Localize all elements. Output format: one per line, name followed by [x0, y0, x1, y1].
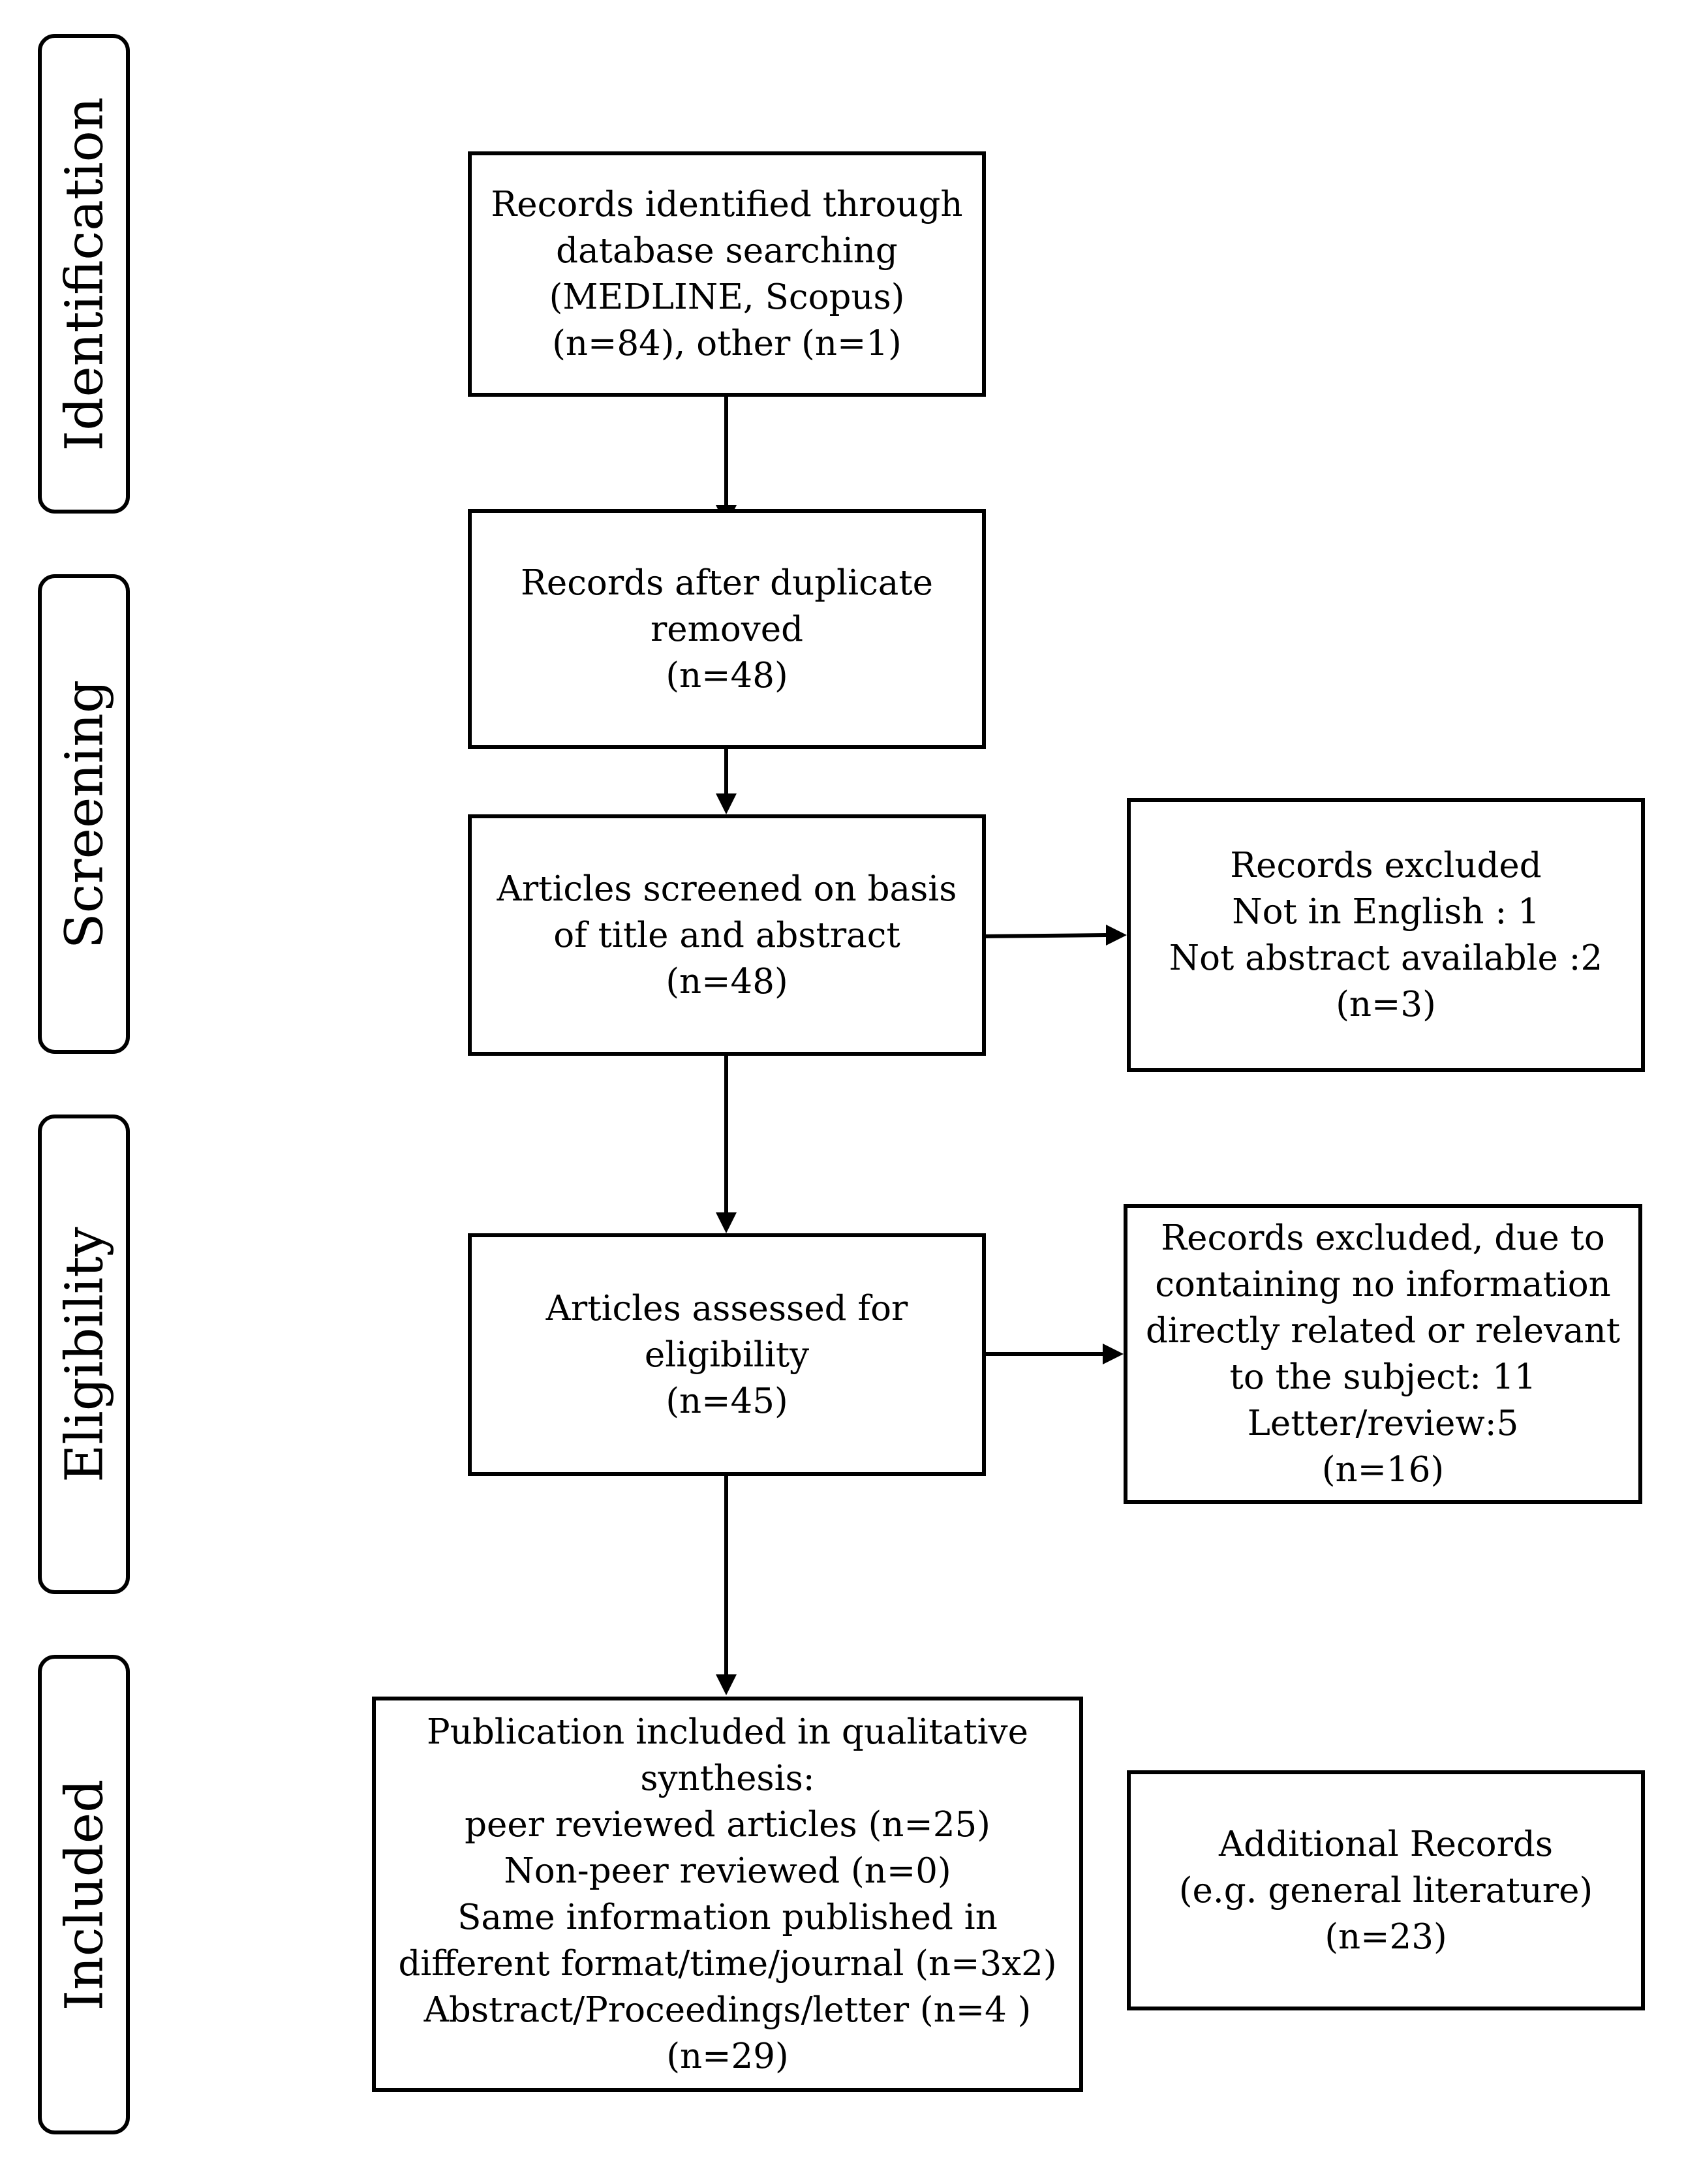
- box-line: Additional Records: [1218, 1824, 1554, 1864]
- arrowhead: [716, 1674, 737, 1695]
- arrowhead: [1103, 1344, 1124, 1364]
- stage-screening: Screening: [38, 574, 130, 1054]
- additional-records-box: Additional Records (e.g. general literat…: [1127, 1770, 1645, 2010]
- box-line: removed: [650, 609, 804, 649]
- box-line: (n=45): [666, 1381, 788, 1421]
- box-line: Not abstract available :2: [1169, 938, 1603, 978]
- box-line: (MEDLINE, Scopus): [549, 277, 905, 317]
- box-line: eligibility: [644, 1334, 810, 1375]
- records-excluded-screening-box: Records excluded Not in English : 1 Not …: [1127, 798, 1645, 1072]
- box-line: (n=23): [1325, 1916, 1447, 1957]
- box-line: peer reviewed articles (n=25): [465, 1805, 990, 1845]
- publications-included-box: Publication included in qualitative synt…: [372, 1697, 1083, 2092]
- box-line: (n=84), other (n=1): [552, 324, 902, 363]
- arrowhead: [716, 793, 737, 814]
- box-line: directly related or relevant: [1145, 1311, 1621, 1351]
- box-line: synthesis:: [640, 1759, 815, 1798]
- box-line: (n=16): [1321, 1450, 1445, 1490]
- box-line: to the subject: 11: [1229, 1357, 1537, 1397]
- box-line: database searching: [556, 231, 898, 271]
- box-line: Letter/review:5: [1247, 1404, 1519, 1443]
- box-line: Publication included in qualitative: [427, 1712, 1028, 1752]
- box-line: Abstract/Proceedings/letter (n=4 ): [423, 1990, 1032, 2030]
- stage-label: Screening: [54, 679, 114, 949]
- box-line: of title and abstract: [553, 915, 900, 955]
- box-line: Records identified through: [491, 185, 963, 224]
- box-line: containing no information: [1155, 1265, 1611, 1304]
- stage-included: Included: [38, 1655, 130, 2134]
- arrowhead: [716, 1212, 737, 1233]
- stage-label: Included: [54, 1779, 114, 2010]
- box-line: (n=29): [666, 2037, 789, 2076]
- stage-eligibility: Eligibility: [38, 1115, 130, 1594]
- box-line: (n=48): [666, 655, 788, 696]
- records-after-duplicates-box: Records after duplicate removed (n=48): [468, 509, 986, 749]
- box-line: Articles screened on basis: [497, 869, 957, 909]
- articles-assessed-eligibility-box: Articles assessed for eligibility (n=45): [468, 1233, 986, 1476]
- box-line: (n=48): [666, 961, 788, 1002]
- box-line: Not in English : 1: [1232, 892, 1540, 932]
- articles-screened-box: Articles screened on basis of title and …: [468, 814, 986, 1056]
- box-line: (e.g. general literature): [1178, 1870, 1593, 1911]
- box-line: Records after duplicate: [520, 562, 934, 603]
- arrow-screened-to-excluded: [981, 933, 1107, 938]
- box-line: Records excluded: [1230, 846, 1542, 885]
- box-line: different format/time/journal (n=3x2): [398, 1944, 1057, 1984]
- stage-label: Eligibility: [54, 1226, 114, 1483]
- records-identified-box: Records identified through database sear…: [468, 151, 986, 397]
- box-line: (n=3): [1336, 985, 1436, 1024]
- box-line: Non-peer reviewed (n=0): [504, 1851, 951, 1891]
- box-line: Articles assessed for: [545, 1288, 908, 1329]
- stage-identification: Identification: [38, 34, 130, 514]
- records-excluded-eligibility-box: Records excluded, due to containing no i…: [1124, 1204, 1642, 1504]
- arrowhead: [1106, 925, 1127, 946]
- box-line: Same information published in: [457, 1898, 998, 1937]
- box-line: Records excluded, due to: [1161, 1218, 1605, 1258]
- stage-label: Identification: [54, 97, 114, 451]
